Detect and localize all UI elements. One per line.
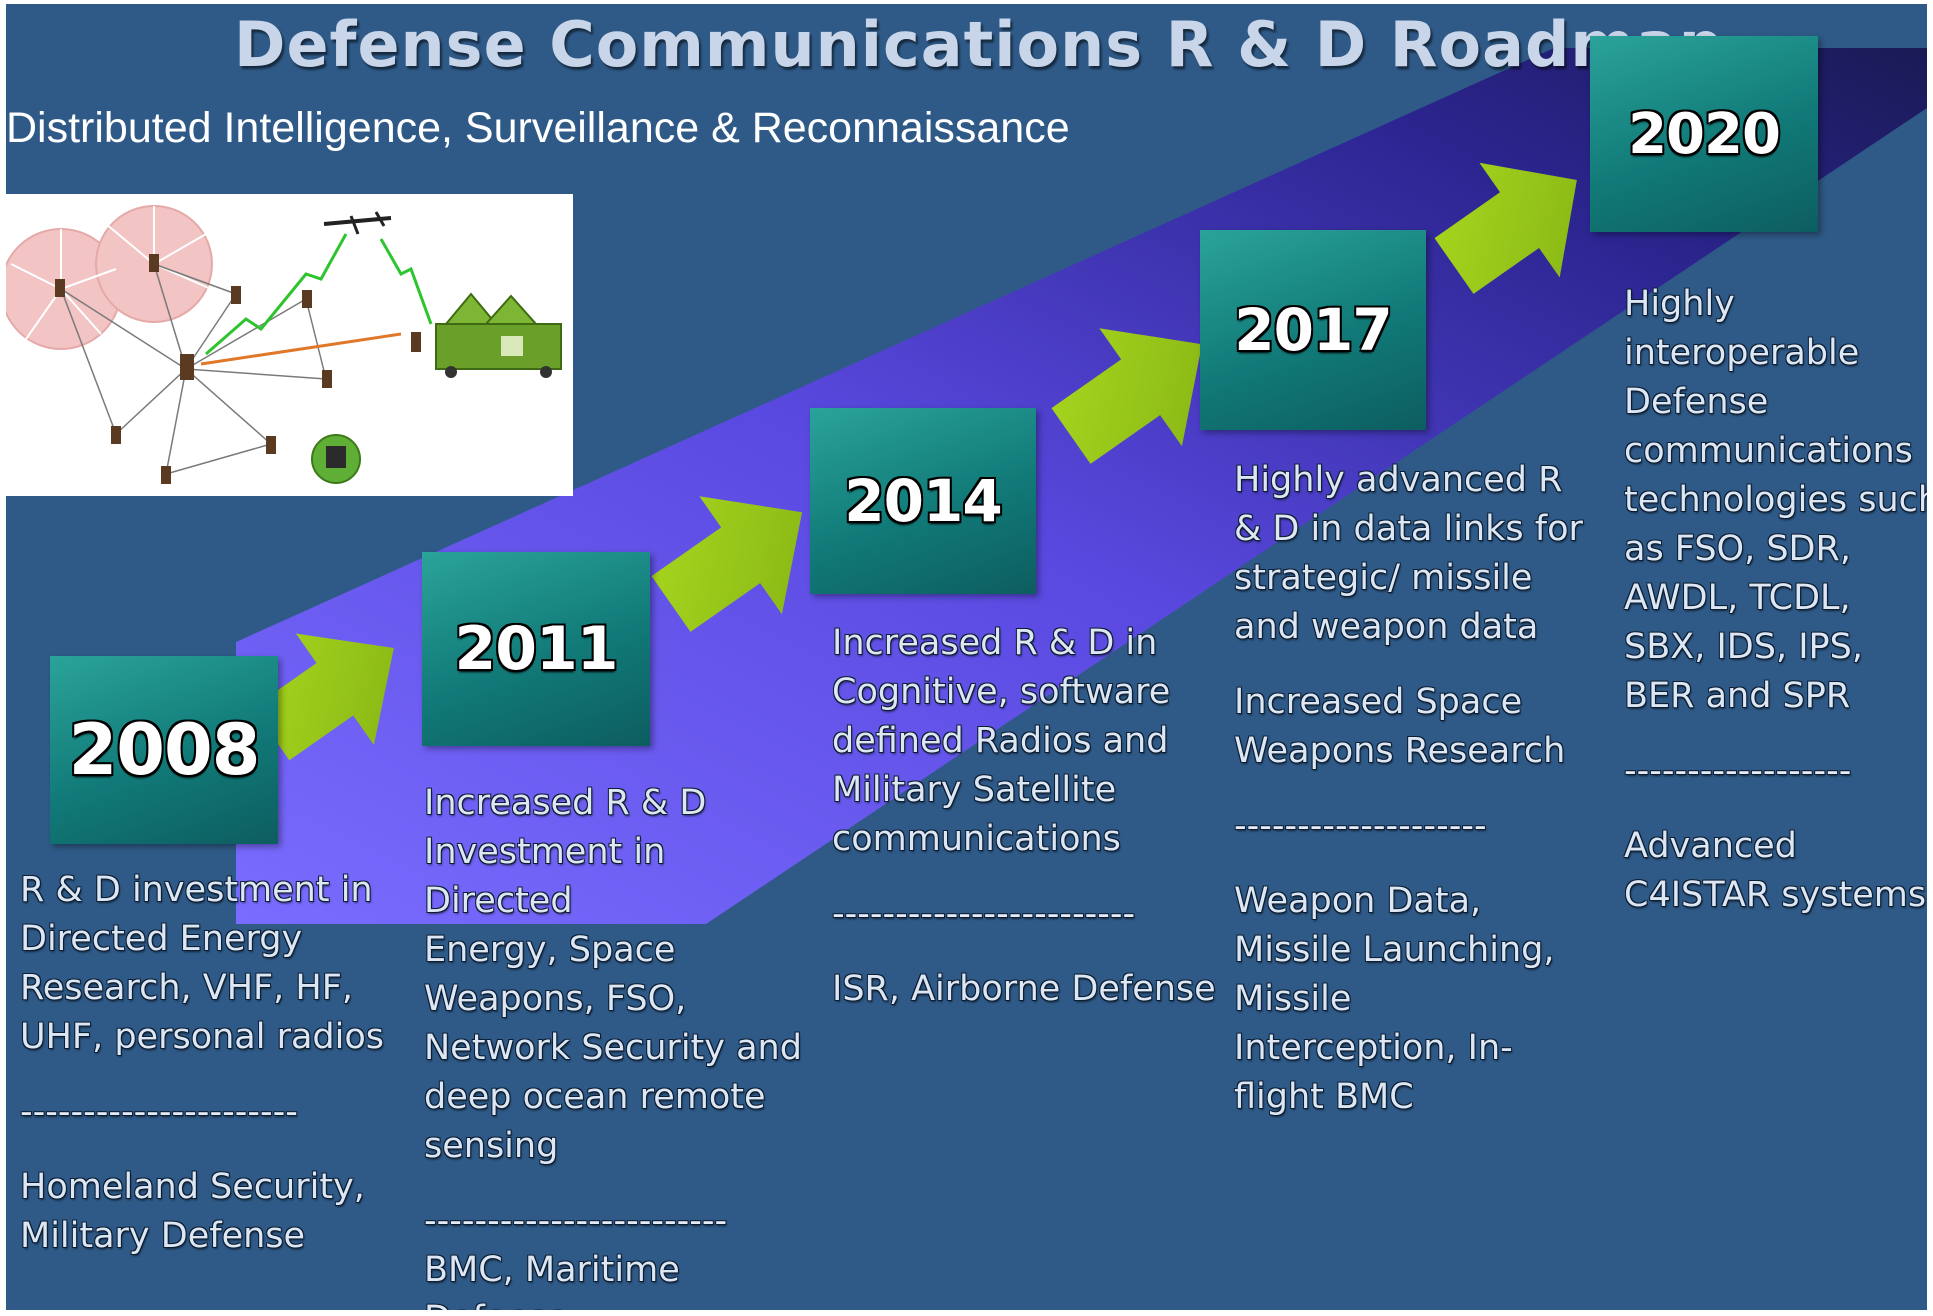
year-box-2017: 2017 bbox=[1200, 230, 1426, 430]
application-line: Homeland Security, bbox=[20, 1167, 365, 1207]
application-line: Missile Launching, bbox=[1234, 930, 1555, 970]
rd-line: as FSO, SDR, bbox=[1624, 529, 1851, 569]
rd-line: communications bbox=[1624, 431, 1913, 471]
uav-icon bbox=[323, 211, 392, 235]
rd-line: Weapons Research bbox=[1234, 731, 1566, 771]
rd-line: R & D investment in bbox=[20, 870, 373, 910]
rd-line: BER and SPR bbox=[1624, 676, 1851, 716]
column-2020: Highly interoperable Defense communicati… bbox=[1624, 280, 1927, 920]
application-line: Interception, In- bbox=[1234, 1028, 1513, 1068]
rd-line: Research, VHF, HF, bbox=[20, 968, 354, 1008]
separator: ------------------------ bbox=[424, 1201, 728, 1241]
application-line: flight BMC bbox=[1234, 1077, 1414, 1117]
year-label: 2020 bbox=[1628, 101, 1781, 167]
rd-line: and weapon data bbox=[1234, 607, 1539, 647]
rd-line: & D in data links for bbox=[1234, 509, 1583, 549]
year-box-2008: 2008 bbox=[50, 656, 278, 844]
rd-line: communications bbox=[832, 819, 1121, 859]
rd-line: AWDL, TCDL, bbox=[1624, 578, 1851, 618]
column-2014: Increased R & D in Cognitive, software d… bbox=[832, 619, 1222, 1014]
application-line: BMC, Maritime bbox=[424, 1250, 680, 1290]
rd-line: SBX, IDS, IPS, bbox=[1624, 627, 1863, 667]
year-label: 2011 bbox=[454, 614, 619, 684]
year-box-2011: 2011 bbox=[422, 552, 650, 746]
column-2011: Increased R & D Investment in Directed E… bbox=[424, 779, 824, 1310]
rd-line: sensing bbox=[424, 1126, 559, 1166]
column-2017: Highly advanced R & D in data links for … bbox=[1234, 456, 1594, 1122]
slide-subtitle: Distributed Intelligence, Surveillance &… bbox=[6, 104, 1070, 152]
application-line: Missile bbox=[1234, 979, 1352, 1019]
rd-line: Cognitive, software bbox=[832, 672, 1171, 712]
slide-background: Defense Communications R & D Roadmap Dis… bbox=[6, 4, 1927, 1310]
rd-line: Military Satellite bbox=[832, 770, 1117, 810]
rd-line: UHF, personal radios bbox=[20, 1017, 385, 1057]
year-box-2014: 2014 bbox=[810, 408, 1036, 594]
application-line: Weapon Data, bbox=[1234, 881, 1482, 921]
arrow-2008-2011 bbox=[252, 633, 394, 761]
separator: ---------------------- bbox=[20, 1092, 298, 1132]
arrow-2014-2017 bbox=[1051, 328, 1203, 464]
ramp-and-arrows bbox=[236, 48, 1927, 924]
radar-coverage-icon bbox=[6, 205, 213, 350]
rd-line: Directed Energy bbox=[20, 919, 303, 959]
command-station-icon bbox=[435, 292, 562, 378]
arrow-2011-2014 bbox=[651, 496, 803, 632]
column-2008: R & D investment in Directed Energy Rese… bbox=[20, 866, 400, 1261]
application-line: Defense bbox=[424, 1295, 824, 1310]
rd-line: Increased Space bbox=[1234, 682, 1523, 722]
rd-line: strategic/ missile bbox=[1234, 558, 1533, 598]
rd-line: Investment in Directed bbox=[424, 832, 666, 921]
sensor-node-icon bbox=[55, 254, 421, 484]
separator: -------------------- bbox=[1234, 806, 1487, 846]
rd-line: Weapons, FSO, bbox=[424, 979, 687, 1019]
year-label: 2008 bbox=[68, 709, 261, 791]
year-box-2020: 2020 bbox=[1590, 36, 1818, 232]
rd-line: Energy, Space bbox=[424, 930, 676, 970]
arrow-2017-2020 bbox=[1434, 162, 1577, 294]
application-line: C4ISTAR systems bbox=[1624, 875, 1927, 915]
rd-line: Increased R & D bbox=[424, 783, 707, 823]
rd-line: technologies such bbox=[1624, 480, 1927, 520]
rd-line: Defense bbox=[1624, 382, 1769, 422]
rd-line: Increased R & D in bbox=[832, 623, 1158, 663]
year-label: 2014 bbox=[844, 467, 1002, 535]
rd-line: Highly advanced R bbox=[1234, 460, 1563, 500]
rd-line: interoperable bbox=[1624, 333, 1860, 373]
handheld-device-icon bbox=[311, 434, 361, 484]
separator: ------------------ bbox=[1624, 751, 1852, 791]
isr-network-illustration bbox=[6, 194, 573, 496]
application-line: ISR, Airborne Defense bbox=[832, 969, 1216, 1009]
rd-line: Network Security and bbox=[424, 1028, 802, 1068]
application-line: Advanced bbox=[1624, 826, 1797, 866]
application-line: Military Defense bbox=[20, 1216, 306, 1256]
year-label: 2017 bbox=[1234, 296, 1392, 364]
rd-line: Highly bbox=[1624, 284, 1735, 324]
rd-line: defined Radios and bbox=[832, 721, 1169, 761]
rd-line: deep ocean remote bbox=[424, 1077, 766, 1117]
slide-title: Defense Communications R & D Roadmap bbox=[234, 8, 1725, 81]
separator: ------------------------ bbox=[832, 894, 1136, 934]
